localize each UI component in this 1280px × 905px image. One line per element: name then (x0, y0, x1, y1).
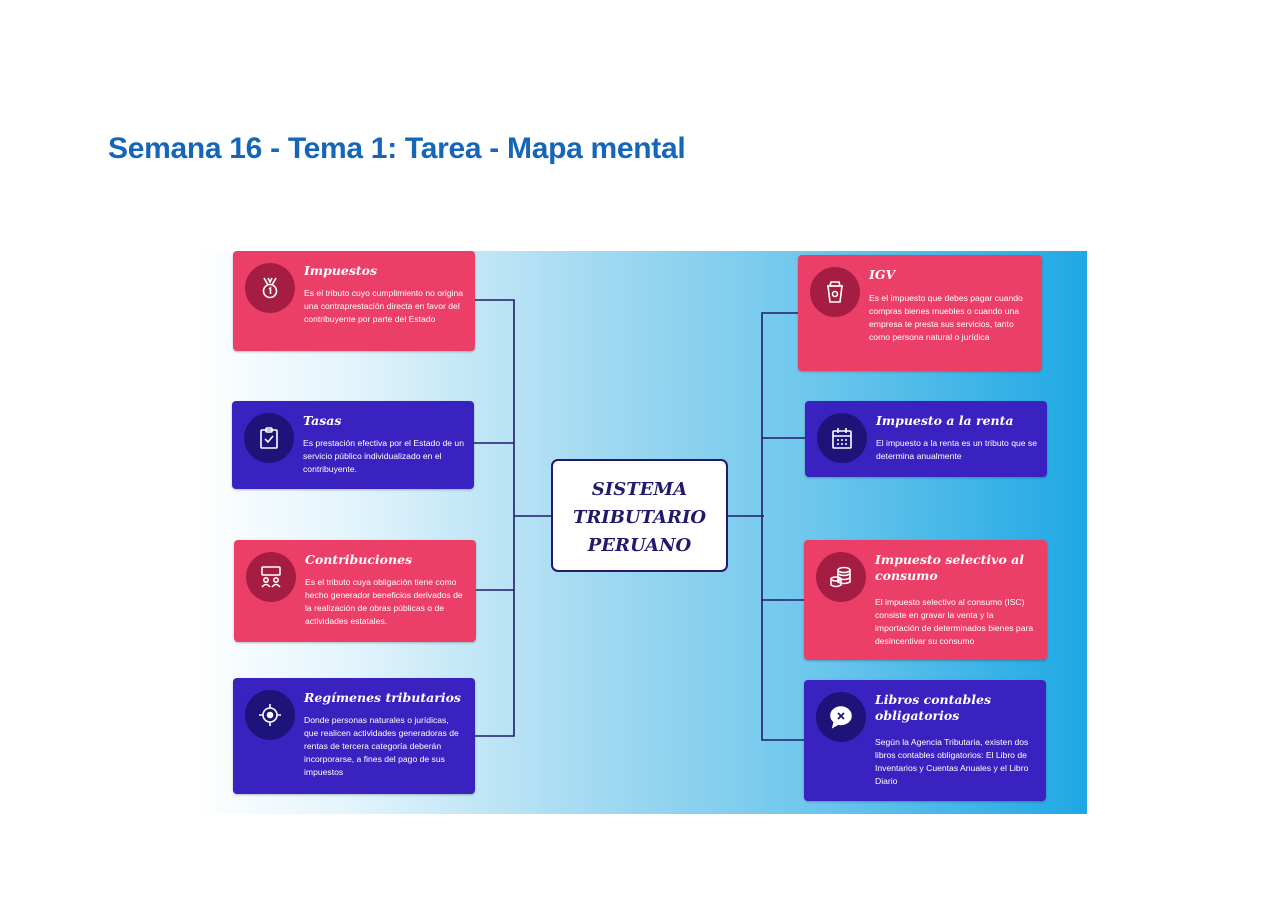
card-description: Donde personas naturales o jurídicas, qu… (304, 715, 459, 777)
impuesto-renta-card: Impuesto a la renta El impuesto a la ren… (805, 401, 1047, 477)
central-node-label: SISTEMA TRIBUTARIO PERUANO (553, 476, 726, 560)
impuestos-card: Impuestos Es el tributo cuyo cumplimient… (233, 251, 475, 351)
central-node-line: PERUANO (587, 535, 692, 556)
contribuciones-card: Contribuciones Es el tributo cuya obliga… (234, 540, 476, 642)
card-description: Es prestación efectiva por el Estado de … (303, 438, 464, 474)
card-title: Tasas (303, 413, 342, 428)
connector-lines (474, 299, 805, 741)
libros-contables-card: Libros contables obligatorios Según la A… (804, 680, 1046, 801)
mind-map-figure: Impuestos Es el tributo cuyo cumplimient… (193, 251, 1087, 814)
card-description: El impuesto a la renta es un tributo que… (876, 438, 1037, 461)
central-node: SISTEMA TRIBUTARIO PERUANO (551, 459, 728, 572)
regimenes-tributarios-card: Regímenes tributarios Donde personas nat… (233, 678, 475, 794)
impuesto-selectivo-card: Impuesto selectivo al consumo El impuest… (804, 540, 1047, 660)
presentation-people-icon (246, 552, 296, 602)
cup-icon (810, 267, 860, 317)
card-description: Es el tributo cuyo cumplimiento no origi… (304, 288, 464, 324)
igv-card: IGV Es el impuesto que debes pagar cuand… (798, 255, 1042, 371)
clipboard-check-icon (244, 413, 294, 463)
target-icon (245, 690, 295, 740)
card-description: El impuesto selectivo al consumo (ISC) c… (875, 597, 1034, 646)
card-title: Impuesto a la renta (876, 413, 1014, 428)
medal-icon (245, 263, 295, 313)
card-title: Regímenes tributarios (304, 690, 461, 705)
card-title: Impuesto selectivo al consumo (875, 552, 1024, 583)
card-title: Contribuciones (305, 552, 413, 567)
tasas-card: Tasas Es prestación efectiva por el Esta… (232, 401, 474, 489)
card-description: Según la Agencia Tributaria, existen dos… (875, 737, 1029, 786)
card-title: IGV (869, 267, 896, 282)
central-node-line: TRIBUTARIO (572, 507, 707, 528)
central-node-line: SISTEMA (591, 479, 688, 500)
page-title: Semana 16 - Tema 1: Tarea - Mapa mental (108, 132, 686, 165)
chat-bubble-icon (816, 692, 866, 742)
card-title: Impuestos (304, 263, 378, 278)
card-description: Es el impuesto que debes pagar cuando co… (869, 293, 1023, 342)
coins-icon (816, 552, 866, 602)
card-description: Es el tributo cuya obligación tiene como… (305, 577, 463, 626)
calendar-icon (817, 413, 867, 463)
card-title: Libros contables obligatorios (875, 692, 991, 723)
